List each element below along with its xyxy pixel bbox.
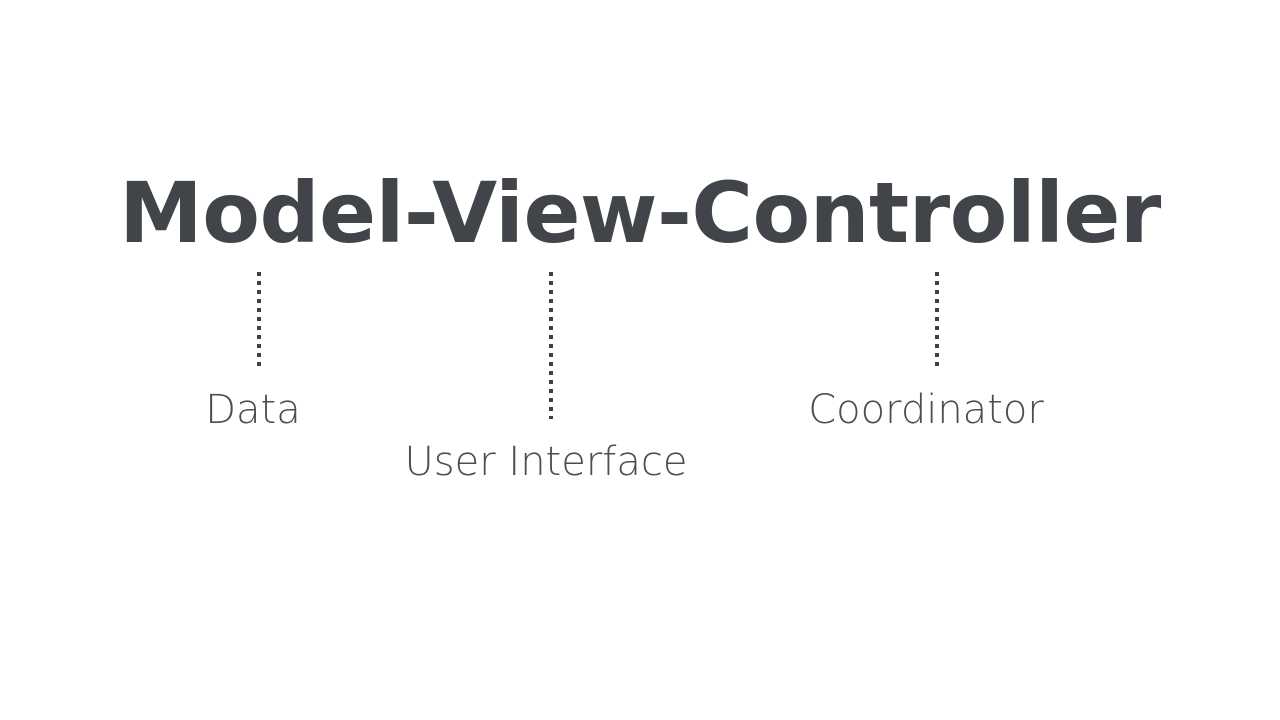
dotted-connector-controller (935, 272, 939, 366)
caption-view-user-interface: User Interface (404, 439, 688, 485)
dotted-connector-view (549, 272, 553, 419)
caption-controller-coordinator: Coordinator (808, 387, 1044, 433)
page-title: Model-View-Controller (119, 164, 1161, 262)
caption-model-data: Data (205, 387, 301, 433)
dotted-connector-model (257, 272, 261, 368)
